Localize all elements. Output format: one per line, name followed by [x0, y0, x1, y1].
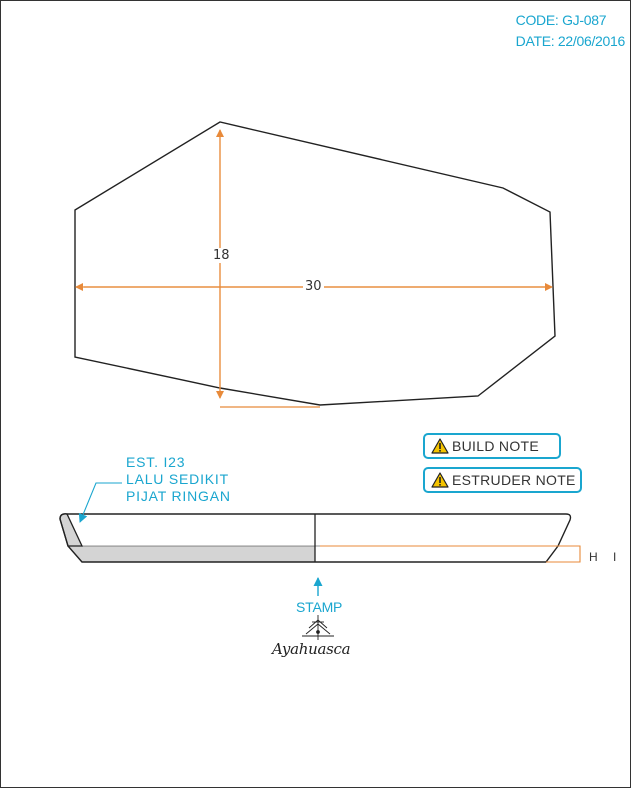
estruder-note-box[interactable]: ESTRUDER NOTE: [423, 467, 582, 493]
build-note-label: BUILD NOTE: [452, 438, 540, 454]
code-label: CODE: GJ-087: [515, 12, 607, 28]
logo-wordmark: Ayahuasca: [272, 640, 351, 658]
height-value: 18: [211, 248, 232, 263]
title-block: CODE: GJ-087 DATE: 22/06/2016: [515, 10, 626, 52]
side-view-annotation: EST. I23 LALU SEDIKIT PIJAT RINGAN: [126, 454, 231, 505]
stamp-label: STAMP: [296, 599, 343, 615]
thickness-dimension: [320, 545, 581, 563]
warning-icon: [431, 472, 449, 488]
thickness-value: H I: [589, 550, 623, 564]
side-view-shaded-band: [68, 546, 315, 562]
annotation-line-3: PIJAT RINGAN: [126, 488, 231, 504]
logo-emblem: [302, 615, 334, 640]
annotation-leader: [78, 482, 122, 523]
annotation-line-1: EST. I23: [126, 454, 186, 470]
date-label: DATE: 22/06/2016: [515, 33, 626, 49]
warning-icon: [431, 438, 449, 454]
annotation-line-2: LALU SEDIKIT: [126, 471, 229, 487]
width-value: 30: [303, 279, 324, 294]
build-note-box[interactable]: BUILD NOTE: [423, 433, 561, 459]
top-view-outline: [74, 121, 556, 406]
estruder-note-label: ESTRUDER NOTE: [452, 472, 576, 488]
